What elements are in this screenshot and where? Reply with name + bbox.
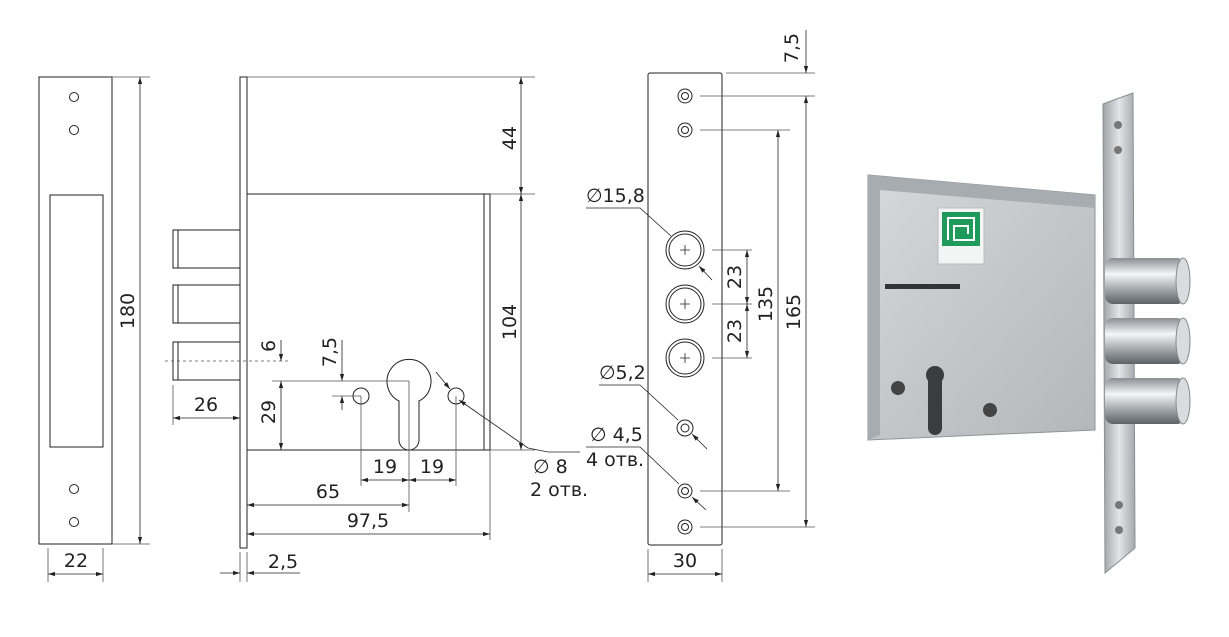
dim-23-top: 23 — [724, 265, 746, 289]
lock-bolts — [1105, 257, 1191, 425]
side-view: 44 104 6 29 7,5 19 19 65 97,5 2,5 26 ∅ 8… — [165, 76, 588, 582]
small-hole-count-label: 4 отв. — [586, 449, 644, 471]
lock-photo — [867, 92, 1191, 575]
dim-7-5-top: 7,5 — [781, 33, 803, 63]
dim-19-left: 19 — [373, 456, 397, 478]
dim-2-5: 2,5 — [268, 551, 298, 573]
bolt-diameter-label: ∅15,8 — [586, 185, 645, 207]
dim-30: 30 — [673, 550, 697, 572]
front-view: 23 23 135 165 7,5 30 ∅15,8 ∅5,2 ∅ 4,5 4 … — [586, 30, 815, 582]
dim-29: 29 — [258, 400, 280, 424]
dim-23-bottom: 23 — [724, 319, 746, 343]
hole-diameter-label: ∅ 8 — [533, 456, 568, 478]
small-hole-diameter-label: ∅ 4,5 — [590, 424, 643, 446]
dim-180: 180 — [117, 293, 139, 329]
dim-104: 104 — [499, 304, 521, 340]
screw-diameter-label: ∅5,2 — [599, 362, 646, 384]
dim-97-5: 97,5 — [347, 510, 389, 532]
dim-135: 135 — [755, 286, 777, 322]
dim-65: 65 — [316, 481, 340, 503]
dim-19-right: 19 — [420, 456, 444, 478]
dim-165: 165 — [783, 294, 805, 330]
dim-6: 6 — [258, 340, 280, 352]
dim-7-5: 7,5 — [319, 337, 341, 367]
hole-count-label: 2 отв. — [530, 479, 588, 501]
dim-22: 22 — [64, 550, 88, 572]
dim-26: 26 — [194, 394, 218, 416]
strike-plate-view: 180 22 — [38, 76, 150, 582]
dim-44: 44 — [499, 126, 521, 150]
